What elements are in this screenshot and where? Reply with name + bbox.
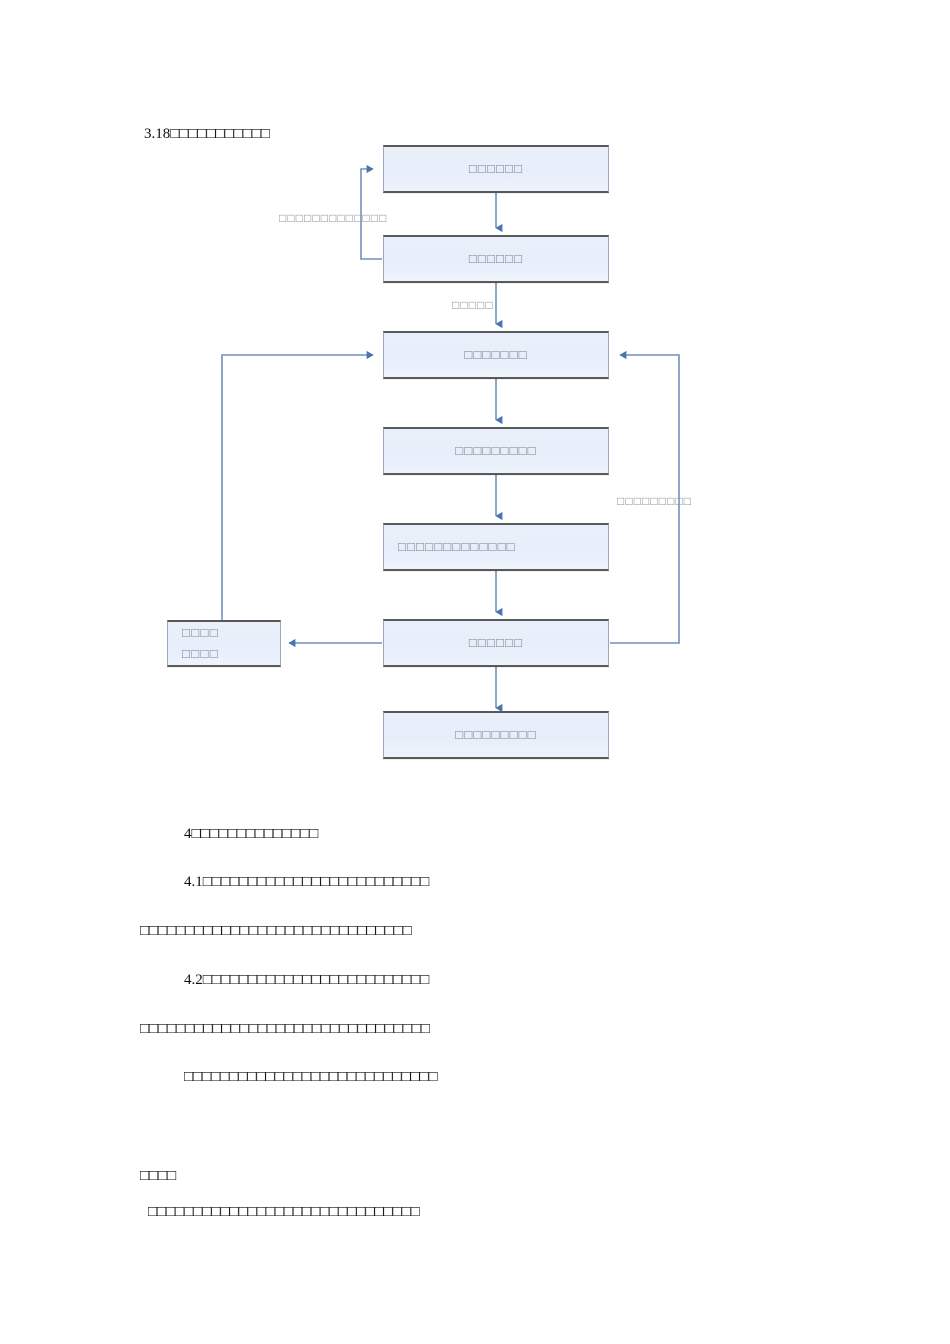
- edge-label-left: □□□□□□□□□□□□□: [279, 211, 388, 225]
- flow-node-5-label: □□□□□□□□□□□□□: [398, 538, 516, 554]
- paragraph-section-4-2: 4.2□□□□□□□□□□□□□□□□□□□□□□□□□: [184, 972, 430, 988]
- flow-node-7-label: □□□□□□□□□: [455, 726, 537, 742]
- process-flowchart: □□□□□□ □□□□□□ □□□□□□□ □□□□□□□□□ □□□□□□□□…: [167, 145, 693, 759]
- flow-node-3-label: □□□□□□□: [464, 346, 528, 362]
- edge-label-right: □□□□□□□□□: [617, 494, 693, 508]
- paragraph-footer-body: □□□□□□□□□□□□□□□□□□□□□□□□□□□□□□: [148, 1204, 420, 1220]
- paragraph-section-4-1: 4.1□□□□□□□□□□□□□□□□□□□□□□□□□: [184, 874, 430, 890]
- flow-node-6[interactable]: □□□□□□: [383, 619, 609, 667]
- flow-node-4[interactable]: □□□□□□□□□: [383, 427, 609, 475]
- paragraph-body-1: □□□□□□□□□□□□□□□□□□□□□□□□□□□□□□: [140, 923, 412, 939]
- flow-node-3[interactable]: □□□□□□□: [383, 331, 609, 379]
- flowchart-connectors: [221, 164, 680, 713]
- flow-node-5[interactable]: □□□□□□□□□□□□□: [383, 523, 609, 571]
- flow-node-2[interactable]: □□□□□□: [383, 235, 609, 283]
- flow-node-side[interactable]: □□□□ □□□□: [167, 620, 281, 667]
- flow-node-4-label: □□□□□□□□□: [455, 442, 537, 458]
- flow-node-1[interactable]: □□□□□□: [383, 145, 609, 193]
- flow-node-2-label: □□□□□□: [468, 250, 524, 266]
- paragraph-body-2: □□□□□□□□□□□□□□□□□□□□□□□□□□□□□□□□: [140, 1021, 430, 1037]
- flow-node-side-label: □□□□ □□□□: [182, 625, 220, 661]
- paragraph-footer-heading: □□□□: [140, 1168, 177, 1184]
- flow-node-6-label: □□□□□□: [468, 634, 524, 650]
- page-title: 3.18□□□□□□□□□□□: [144, 126, 270, 142]
- flow-node-7[interactable]: □□□□□□□□□: [383, 711, 609, 759]
- paragraph-section-4: 4□□□□□□□□□□□□□□: [184, 826, 319, 842]
- flow-node-1-label: □□□□□□: [468, 160, 524, 176]
- edge-label-mid: □□□□□: [452, 298, 494, 312]
- paragraph-body-3: □□□□□□□□□□□□□□□□□□□□□□□□□□□□: [184, 1069, 438, 1085]
